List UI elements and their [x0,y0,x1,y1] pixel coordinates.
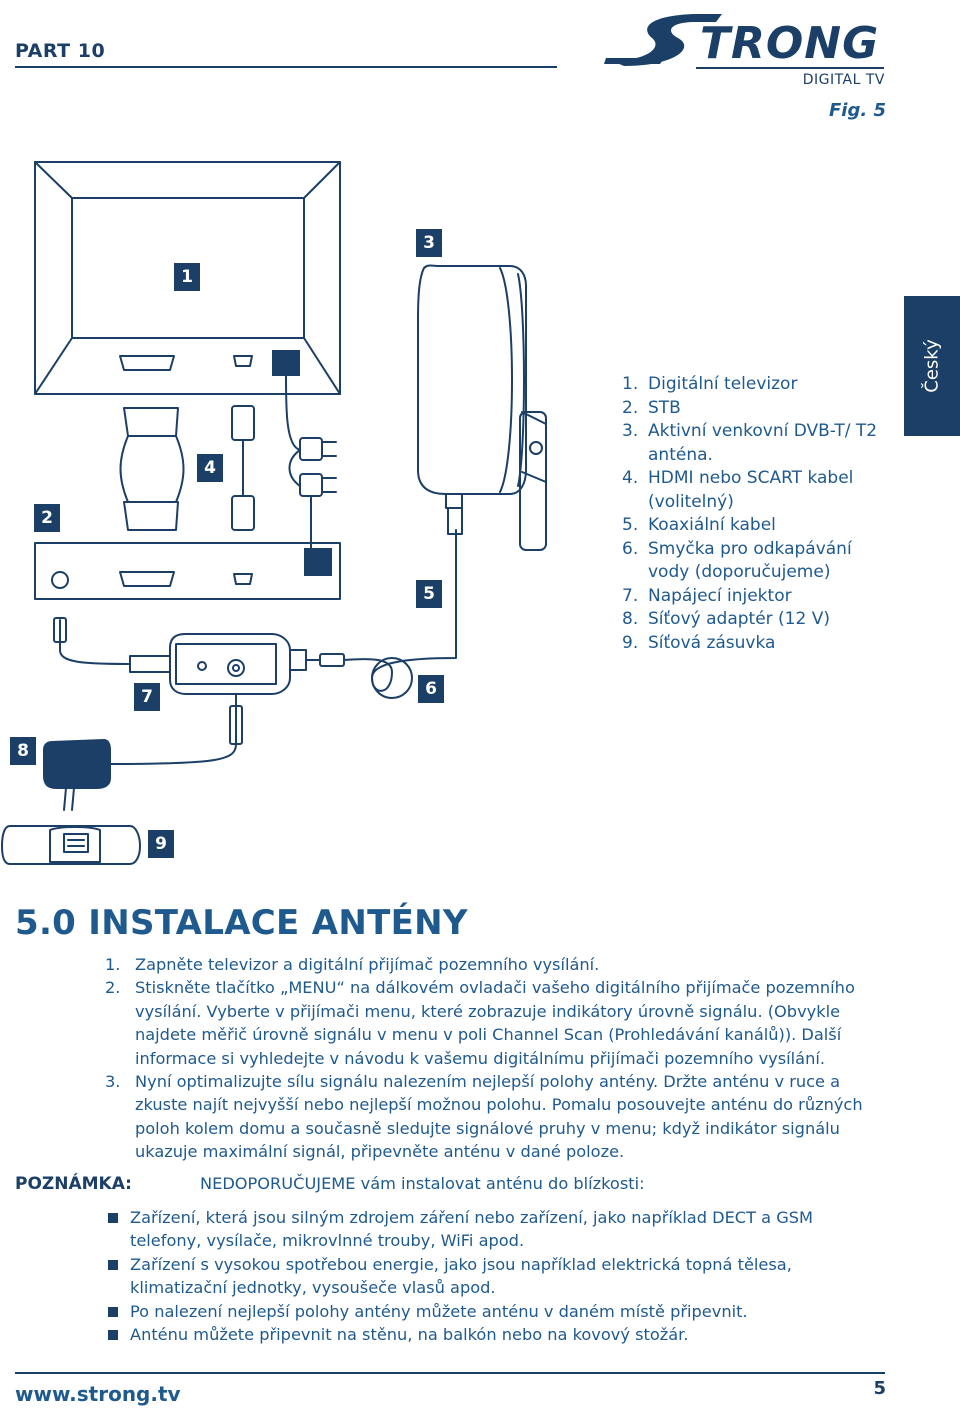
strong-logo: TRONG [604,14,879,68]
antenna-drawing [417,264,547,551]
section-title: 5.0 INSTALACE ANTÉNY [15,903,468,943]
figure-label: Fig. 5 [829,100,886,121]
step-item: 3.Nyní optimalizujte sílu signálu naleze… [105,1072,863,1162]
step-item: 1.Zapněte televizor a digitální přijímač… [105,955,600,974]
note-bullets: Zařízení, která jsou silným zdrojem záře… [108,1206,888,1346]
footer-divider [15,1372,885,1374]
bullet-square-icon [108,1259,118,1270]
badge-drip-loop: 6 [418,675,444,703]
bullet-item: Po nalezení nejlepší polohy antény můžet… [108,1300,888,1323]
bullet-item: Anténu můžete připevnit na stěnu, na bal… [108,1323,888,1346]
hdmi-cable-drawing [231,405,255,531]
note-text: NEDOPORUČUJEME vám instalovat anténu do … [200,1174,645,1193]
legend-item: 8.Síťový adaptér (12 V) [622,609,830,629]
legend-item: 7.Napájecí injektor [622,585,792,606]
header-divider [15,66,557,68]
legend-item: 9.Síťová zásuvka [622,632,776,653]
logo-divider [696,67,884,69]
legend-item: 1.Digitální televizor [622,374,798,394]
bullet-square-icon [108,1213,118,1223]
installation-steps: 1.Zapněte televizor a digitální přijímač… [105,953,885,1164]
diagram-drawing [1,161,547,865]
bullet-item: Zařízení, která jsou silným zdrojem záře… [108,1206,888,1253]
wall-socket-drawing [1,825,141,865]
legend-item: 2.STB [622,397,681,418]
footer-url-link[interactable]: www.strong.tv [15,1382,181,1406]
badge-tv: 1 [174,263,200,291]
legend-item: 4.HDMI nebo SCART kabel (volitelný) [622,468,854,512]
badge-antenna: 3 [416,229,442,257]
tv-drawing [34,161,341,395]
installation-diagram: 1 2 3 4 5 6 7 8 9 [0,150,600,875]
bullet-square-icon [108,1306,118,1317]
page-number: 5 [873,1378,886,1399]
language-tab[interactable]: Český [904,296,960,436]
note-label: POZNÁMKA: [15,1174,132,1194]
badge-adapter: 8 [10,737,36,765]
bullet-item: Zařízení s vysokou spotřebou energie, ja… [108,1253,888,1300]
language-tab-label: Český [921,339,943,393]
svg-text:TRONG: TRONG [700,18,879,68]
stb-antenna-jack [304,548,332,576]
legend-item: 3.Aktivní venkovní DVB-T/ T2 anténa. [622,421,878,465]
tv-antenna-jack [272,350,300,376]
coax-cable-drawing [305,529,457,699]
badge-stb: 2 [34,504,60,532]
legend-item: 5.Koaxiální kabel [622,515,776,535]
part-label: PART 10 [15,40,106,62]
step-item: 2.Stiskněte tlačítko „MENU“ na dálkovém … [105,978,855,1068]
logo-subtitle: DIGITAL TV [802,72,885,88]
stb-drawing [34,542,341,600]
badge-injector: 7 [134,683,160,711]
badge-coax: 5 [416,580,442,608]
badge-socket: 9 [148,830,174,858]
power-adapter-drawing [43,705,243,811]
tv-antenna-cable-drawing [285,375,337,551]
bullet-square-icon [108,1330,118,1341]
diagram-legend: 1.Digitální televizor 2.STB 3.Aktivní ve… [622,373,892,655]
scart-cable-drawing [119,407,185,531]
badge-hdmi-scart: 4 [197,454,223,482]
legend-item: 6.Smyčka pro odkapávání vody (doporučuje… [622,538,852,583]
power-injector-drawing [129,633,307,707]
